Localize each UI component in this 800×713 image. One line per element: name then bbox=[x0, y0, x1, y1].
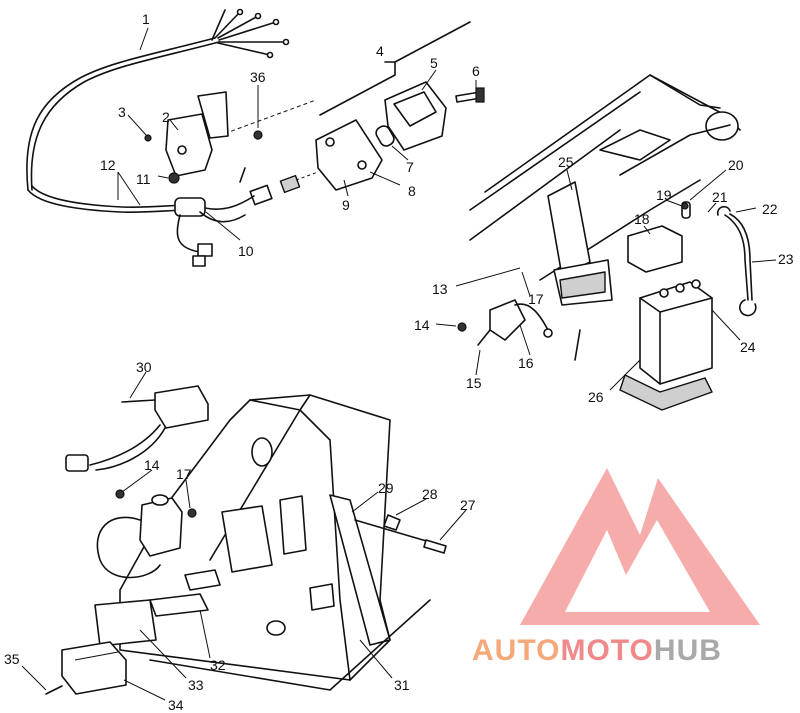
callout-14a: 14 bbox=[414, 317, 430, 333]
callout-labels: 1 2 3 36 4 5 6 7 8 9 10 11 12 25 20 19 2… bbox=[4, 11, 794, 713]
callout-14b: 14 bbox=[144, 457, 160, 473]
watermark-text: AUTOMOTOHUB bbox=[472, 634, 722, 667]
callout-30: 30 bbox=[136, 359, 152, 375]
callout-16: 16 bbox=[518, 355, 534, 371]
callout-35: 35 bbox=[4, 651, 20, 667]
callout-21: 21 bbox=[712, 189, 728, 205]
callout-26: 26 bbox=[588, 389, 604, 405]
callout-1: 1 bbox=[142, 11, 150, 27]
watermark-text-hub: HUB bbox=[654, 634, 722, 667]
watermark-text-auto: AUTO bbox=[472, 634, 560, 667]
callout-27: 27 bbox=[460, 497, 476, 513]
callout-2: 2 bbox=[162, 109, 170, 125]
callout-32: 32 bbox=[210, 657, 226, 673]
callout-34: 34 bbox=[168, 697, 184, 713]
callout-22: 22 bbox=[762, 201, 778, 217]
callout-11: 11 bbox=[136, 171, 151, 187]
callout-24: 24 bbox=[740, 339, 756, 355]
callout-31: 31 bbox=[394, 677, 410, 693]
callout-3: 3 bbox=[118, 104, 126, 120]
callout-8: 8 bbox=[408, 183, 416, 199]
tail-light-assembly bbox=[315, 21, 485, 191]
callout-5: 5 bbox=[430, 55, 438, 71]
callout-29: 29 bbox=[378, 480, 394, 496]
callout-36: 36 bbox=[250, 69, 266, 85]
callout-17b: 17 bbox=[176, 466, 192, 482]
watermark-logo bbox=[520, 468, 760, 625]
frame-battery-assembly bbox=[457, 74, 757, 411]
callout-17a: 17 bbox=[528, 291, 544, 307]
callout-18: 18 bbox=[634, 211, 650, 227]
callout-4: 4 bbox=[376, 43, 384, 59]
watermark-text-moto: MOTO bbox=[560, 634, 653, 667]
callout-9: 9 bbox=[342, 197, 350, 213]
callout-33: 33 bbox=[188, 677, 204, 693]
callout-15: 15 bbox=[466, 375, 482, 391]
wiring-harness-assembly bbox=[26, 8, 319, 267]
callout-12: 12 bbox=[100, 157, 116, 173]
mounting-plate-assembly bbox=[45, 385, 447, 695]
callout-23: 23 bbox=[778, 251, 794, 267]
callout-28: 28 bbox=[422, 486, 438, 502]
callout-6: 6 bbox=[472, 63, 480, 79]
watermark-triangle bbox=[520, 468, 760, 625]
callout-25: 25 bbox=[558, 154, 574, 170]
callout-7: 7 bbox=[406, 159, 414, 175]
callout-10: 10 bbox=[238, 243, 254, 259]
callout-13: 13 bbox=[432, 281, 448, 297]
callout-20: 20 bbox=[728, 157, 744, 173]
leader-lines bbox=[21, 27, 777, 701]
callout-19: 19 bbox=[656, 187, 672, 203]
